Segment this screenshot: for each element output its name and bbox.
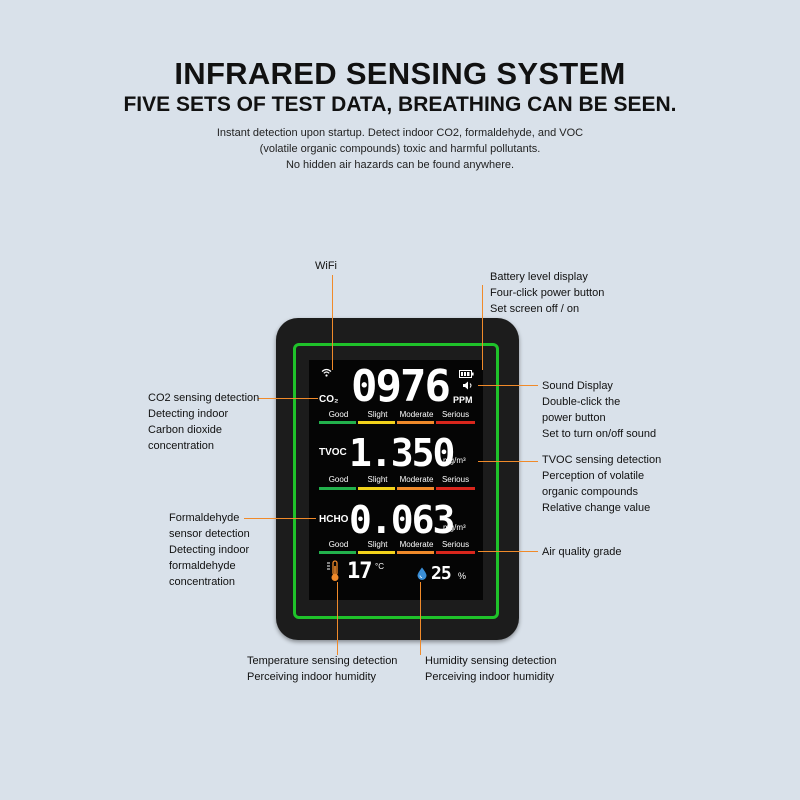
co2-bar-good <box>319 421 356 424</box>
description-line-2: (volatile organic compounds) toxic and h… <box>259 143 541 155</box>
humidity-callout-line-1: Humidity sensing detection <box>425 655 557 667</box>
hcho-grade-slight: Slight <box>367 540 388 549</box>
hcho-bar-moderate <box>397 551 434 554</box>
tvoc-bar-good <box>319 487 356 490</box>
hcho-callout-line-4: formaldehyde <box>169 560 236 572</box>
co2-value: 0976 <box>351 361 451 412</box>
temperature-callout: Temperature sensing detection Perceiving… <box>247 653 397 685</box>
wifi-callout: WiFi <box>315 260 337 272</box>
co2-label: CO₂ <box>319 394 339 405</box>
co2-bar-moderate <box>397 421 434 424</box>
tvoc-callout: TVOC sensing detection Perception of vol… <box>542 452 661 516</box>
co2-callout-line-2: Detecting indoor <box>148 408 229 420</box>
hcho-grade-good: Good <box>328 540 349 549</box>
tvoc-callout-line <box>478 461 538 462</box>
co2-callout-line-4: concentration <box>148 440 215 452</box>
temperature-callout-line-2: Perceiving indoor humidity <box>247 671 377 683</box>
co2-bar-serious <box>436 421 475 424</box>
tvoc-bar-slight <box>358 487 395 490</box>
co2-callout-line <box>258 398 318 399</box>
battery-callout-line-3: Set screen off / on <box>490 303 580 315</box>
hcho-grade-moderate: Moderate <box>399 540 434 549</box>
humidity-callout-line <box>420 582 421 655</box>
tvoc-callout-line-1: TVOC sensing detection <box>542 454 662 466</box>
tvoc-grade-good: Good <box>328 475 349 484</box>
thermometer-icon <box>327 560 339 581</box>
humidity-unit: % <box>458 571 467 581</box>
battery-callout-line-2: Four-click power button <box>490 287 605 299</box>
grade-callout-line <box>478 551 538 552</box>
co2-callout-line-3: Carbon dioxide <box>148 424 222 436</box>
device-screen: CO₂ 0976 PPM Good Slight Moderate Seriou… <box>309 360 483 600</box>
tvoc-callout-line-3: organic compounds <box>542 486 639 498</box>
sound-callout: Sound Display Double-click the power but… <box>542 378 656 442</box>
hcho-callout-line-5: concentration <box>169 576 236 588</box>
humidity-value: 25 <box>431 563 452 584</box>
description-line-3: No hidden air hazards can be found anywh… <box>285 159 515 171</box>
hcho-unit: mg/m³ <box>443 523 466 532</box>
tvoc-callout-line-2: Perception of volatile <box>542 470 645 482</box>
co2-unit: PPM <box>453 395 473 405</box>
hcho-bar-slight <box>358 551 395 554</box>
hcho-bar-serious <box>436 551 475 554</box>
battery-callout: Battery level display Four-click power b… <box>490 269 604 317</box>
temperature-callout-line <box>337 582 338 655</box>
wifi-icon <box>321 368 332 377</box>
co2-grade-moderate: Moderate <box>399 410 434 419</box>
temperature-value: 17 <box>347 559 372 584</box>
hcho-callout-line-1: Formaldehyde <box>169 512 240 524</box>
page-subtitle: FIVE SETS OF TEST DATA, BREATHING CAN BE… <box>123 93 677 116</box>
hcho-callout: Formaldehyde sensor detection Detecting … <box>169 510 250 590</box>
battery-callout-line <box>482 285 483 370</box>
wifi-callout-line <box>332 275 333 370</box>
hcho-label: HCHO <box>319 514 349 525</box>
sound-callout-line-2: Double-click the <box>542 396 621 408</box>
tvoc-callout-line-4: Relative change value <box>542 502 651 514</box>
tvoc-bar-serious <box>436 487 475 490</box>
hcho-bar-good <box>319 551 356 554</box>
humidity-callout: Humidity sensing detection Perceiving in… <box>425 653 556 685</box>
temperature-unit: °C <box>375 562 384 571</box>
temperature-callout-line-1: Temperature sensing detection <box>247 655 398 667</box>
battery-icon <box>459 370 474 378</box>
co2-bar-slight <box>358 421 395 424</box>
tvoc-bar-moderate <box>397 487 434 490</box>
tvoc-unit: mg/m³ <box>443 456 466 465</box>
grade-callout: Air quality grade <box>542 546 622 558</box>
sound-callout-line-1: Sound Display <box>542 380 613 392</box>
hcho-grade-serious: Serious <box>441 540 470 549</box>
tvoc-grade-slight: Slight <box>367 475 388 484</box>
sound-callout-line-4: Set to turn on/off sound <box>542 428 657 440</box>
co2-callout: CO2 sensing detection Detecting indoor C… <box>148 390 259 454</box>
co2-callout-line-1: CO2 sensing detection <box>148 392 260 404</box>
tvoc-grade-serious: Serious <box>441 475 470 484</box>
sound-callout-line-3: power button <box>542 412 606 424</box>
tvoc-value: 1.350 <box>349 431 455 475</box>
co2-grade-slight: Slight <box>367 410 388 419</box>
sound-callout-line <box>478 385 538 386</box>
co2-grade-serious: Serious <box>441 410 470 419</box>
tvoc-label: TVOC <box>319 447 347 458</box>
droplet-icon <box>417 567 427 580</box>
humidity-callout-line-2: Perceiving indoor humidity <box>425 671 555 683</box>
tvoc-grade-moderate: Moderate <box>399 475 434 484</box>
speaker-icon <box>463 381 472 390</box>
battery-callout-line-1: Battery level display <box>490 271 588 283</box>
hcho-callout-line-2: sensor detection <box>169 528 250 540</box>
hcho-value: 0.063 <box>349 498 455 542</box>
hcho-callout-line <box>244 518 316 519</box>
description-line-1: Instant detection upon startup. Detect i… <box>216 127 584 139</box>
hcho-callout-line-3: Detecting indoor <box>169 544 250 556</box>
page-title: INFRARED SENSING SYSTEM <box>174 56 626 91</box>
device-glow-frame <box>293 343 499 619</box>
co2-grade-good: Good <box>328 410 349 419</box>
